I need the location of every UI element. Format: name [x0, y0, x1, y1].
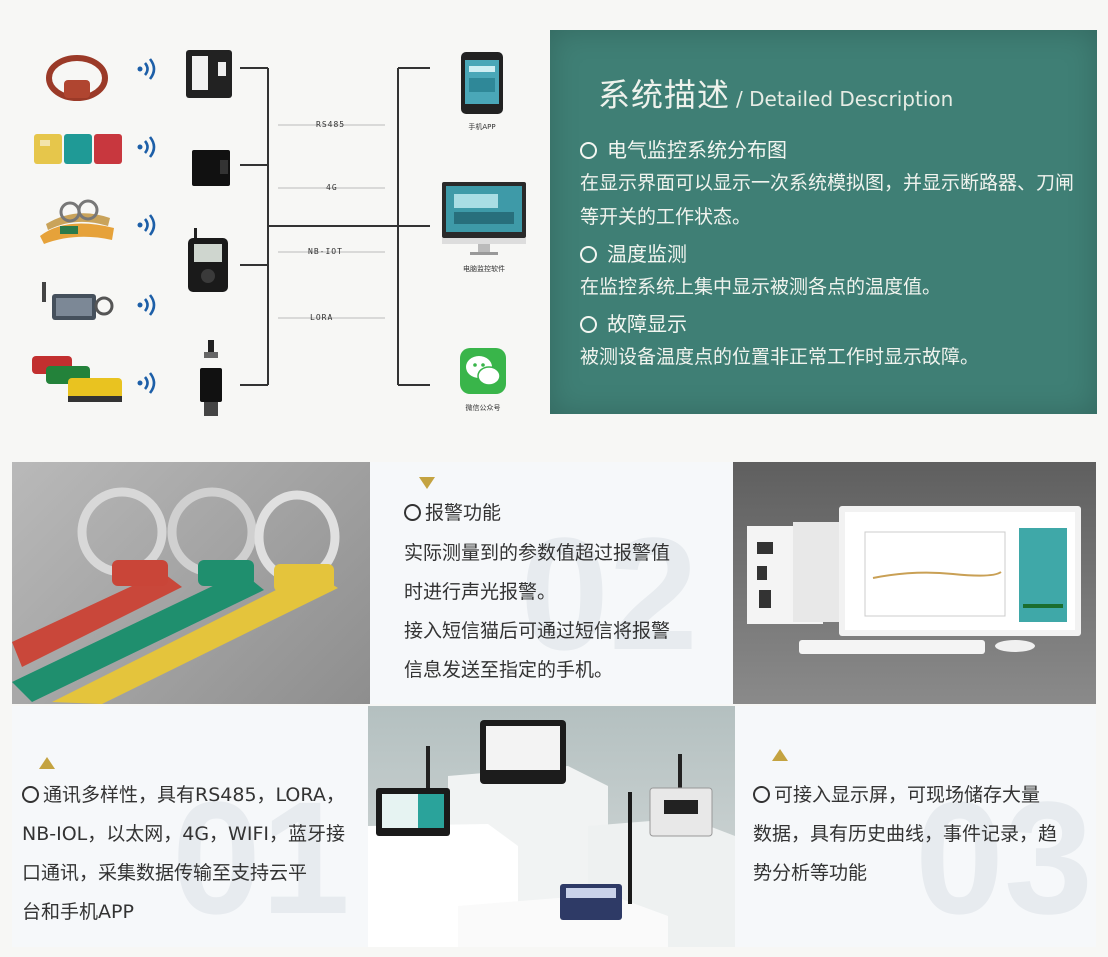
wireless-signal-icon: [137, 214, 156, 236]
monitoring-computer-illustration: [747, 506, 1081, 654]
description-title-cn: 系统描述: [598, 76, 731, 114]
collector-box-icon: [192, 150, 230, 186]
bullet-circle-icon: [22, 786, 39, 803]
handheld-terminal-icon: [188, 228, 228, 292]
description-item-body: 在监控系统上集中显示被测各点的温度值。: [580, 276, 942, 298]
panel-watermark-number: 02: [520, 504, 698, 683]
gateway-device-icon: [186, 50, 232, 98]
bullet-circle-icon: [580, 142, 597, 159]
panel-watermark-number: 01: [172, 768, 350, 947]
probe-sensor-icon: [200, 340, 222, 416]
alarm-function-panel: 02 报警功能 实际测量到的参数值超过报警值 时进行声光报警。 接入短信猫后可通…: [370, 462, 733, 704]
client-label-wechat: 微信公众号: [465, 404, 501, 412]
display-screen-panel: 03 可接入显示屏，可现场储存大量 数据，具有历史曲线，事件记录，趋 势分析等功…: [735, 706, 1096, 947]
system-topology-diagram: RS485 4G NB-IOT LORA 手机APP 电脑监控软件 微信公众号: [0, 0, 545, 430]
description-item-head: 温度监测: [580, 238, 687, 267]
topology-lines: [240, 67, 430, 386]
description-panel: 系统描述/ Detailed Description 电气监控系统分布图 在显示…: [550, 30, 1097, 414]
connection-label-nb-iot: NB-IOT: [308, 247, 343, 256]
wireless-signal-icon: [137, 372, 156, 394]
wireless-sensor-set-icon: [34, 134, 122, 164]
description-item-body: 被测设备温度点的位置非正常工作时显示故障。: [580, 346, 980, 368]
wireless-signal-icon: [137, 136, 156, 158]
bullet-circle-icon: [580, 246, 597, 263]
display-panel-line: 数据，具有历史曲线，事件记录，趋: [753, 823, 1058, 845]
alarm-panel-line: 实际测量到的参数值超过报警值: [404, 542, 671, 564]
strap-sensors-illustration: [12, 487, 340, 704]
wechat-icon: [460, 348, 506, 394]
description-title-en: / Detailed Description: [736, 87, 954, 111]
alarm-panel-heading: 报警功能: [404, 494, 501, 533]
devices-display-photo: [368, 706, 735, 947]
accent-triangle-up-icon: [39, 757, 55, 769]
strap-sensor-photo: [12, 462, 370, 704]
alarm-panel-line: 时进行声光报警。: [404, 581, 557, 603]
alarm-panel-line: 信息发送至指定的手机。: [404, 659, 614, 681]
panel-watermark-number: 03: [915, 768, 1093, 947]
comm-panel-line: 台和手机APP: [22, 901, 134, 923]
comm-panel-line: 通讯多样性，具有RS485，LORA，: [22, 776, 345, 815]
monitoring-computer-photo: [733, 462, 1096, 704]
accent-triangle-up-icon: [772, 749, 788, 761]
comm-panel-line: 口通讯，采集数据传输至支持云平: [22, 862, 308, 884]
display-panel-line: 势分析等功能: [753, 862, 868, 884]
antenna-clamp-sensor-icon: [42, 282, 114, 320]
colored-sensor-blocks-icon: [32, 356, 122, 402]
connection-label-4g: 4G: [326, 183, 338, 192]
wireless-signal-icon: [137, 294, 156, 316]
desktop-monitor-icon: [442, 182, 526, 255]
bullet-circle-icon: [404, 504, 421, 521]
accent-triangle-down-icon: [419, 477, 435, 489]
wireless-signal-icon: [137, 58, 156, 80]
description-item-head: 故障显示: [580, 308, 687, 337]
communication-panel: 01 通讯多样性，具有RS485，LORA， NB-IOL，以太网，4G，WIF…: [12, 706, 368, 947]
devices-on-pedestals-illustration: [368, 720, 735, 947]
client-label-pc-software: 电脑监控软件: [463, 265, 505, 273]
description-item-body: 在显示界面可以显示一次系统模拟图，并显示断路器、刀闸等开关的工作状态。: [580, 172, 1075, 228]
connection-label-lora: LORA: [310, 313, 334, 322]
bullet-circle-icon: [753, 786, 770, 803]
connection-label-rs485: RS485: [316, 120, 346, 129]
description-title: 系统描述/ Detailed Description: [598, 70, 953, 116]
description-item-head: 电气监控系统分布图: [580, 134, 787, 163]
wristband-sensor-icon: [46, 55, 108, 101]
display-panel-line: 可接入显示屏，可现场储存大量: [753, 776, 1040, 815]
mobile-phone-icon: [461, 52, 503, 114]
client-label-app: 手机APP: [468, 123, 496, 131]
comm-panel-line: NB-IOL，以太网，4G，WIFI，蓝牙接: [22, 823, 345, 845]
alarm-panel-line: 接入短信猫后可通过短信将报警: [404, 620, 671, 642]
strap-sensor-icon: [40, 199, 114, 244]
bullet-circle-icon: [580, 316, 597, 333]
